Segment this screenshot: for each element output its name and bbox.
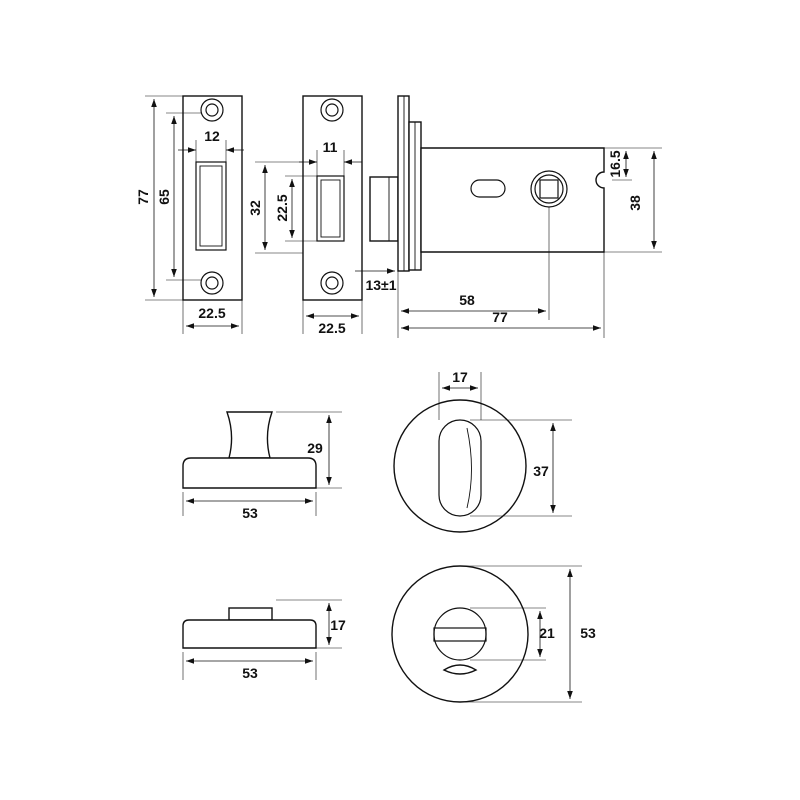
dim-strike-hole-height: 65 [156,189,172,205]
forend-plate [302,95,363,301]
dim-release-base-width: 53 [242,665,258,681]
latch-case-dimensions: 13±1 58 77 16.5 38 [355,147,662,338]
dim-case-length: 77 [492,309,508,325]
dim-forend-width: 22.5 [318,320,345,336]
dim-bolt-projection: 13±1 [365,277,396,293]
dim-case-38: 38 [627,195,643,211]
dim-case-16-5: 16.5 [607,150,623,177]
dim-release-slot-height: 21 [539,625,555,641]
turn-escutcheon-front-view [393,399,527,533]
dim-turn-base-width: 53 [242,505,258,521]
emergency-release-front-dimensions: 21 53 [460,565,596,703]
turn-knob-side-view [182,411,317,489]
strike-plate [182,95,243,301]
strike-plate-dimensions: 77 65 12 22.5 [135,95,244,334]
emergency-release-dimensions: 17 53 [182,599,346,681]
dim-backset: 58 [459,292,475,308]
dim-forend-22-5: 22.5 [274,194,290,221]
emergency-release-side-view [182,607,317,649]
dim-release-height: 17 [330,617,346,633]
dim-turn-knob-height: 29 [307,440,323,456]
dim-strike-plate-width: 22.5 [198,305,225,321]
turn-knob-dimensions: 29 53 [182,411,342,521]
latch-case [369,95,605,272]
turn-escutcheon-dimensions: 17 37 [438,369,572,517]
dim-escutcheon-slot-height: 37 [533,463,549,479]
dim-forend-slot-width: 11 [323,139,338,155]
forend-dimensions: 11 32 22.5 22.5 [247,139,363,336]
dim-escutcheon-slot-width: 17 [452,369,468,385]
dim-strike-slot-width: 12 [204,128,220,144]
dim-forend-32: 32 [247,200,263,216]
dim-strike-plate-height: 77 [135,189,151,205]
dim-release-diameter: 53 [580,625,596,641]
emergency-release-front-view [391,565,529,703]
